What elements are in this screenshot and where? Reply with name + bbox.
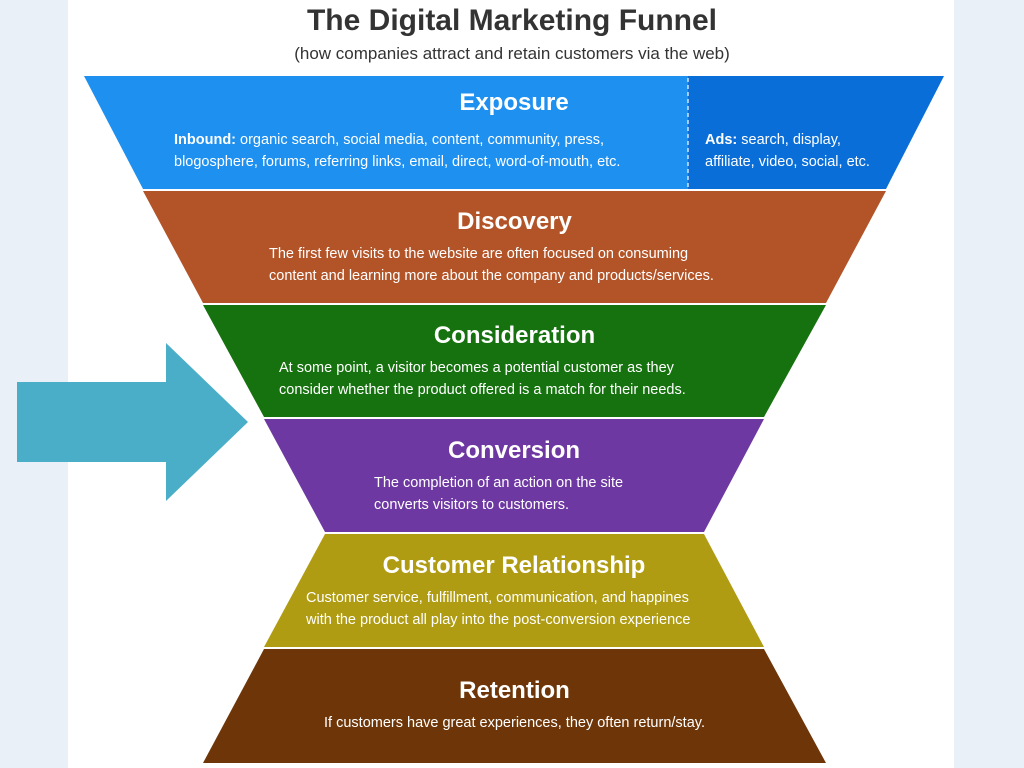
discovery-stage xyxy=(143,191,886,303)
exposure-stage xyxy=(84,76,688,189)
consideration-line2: consider whether the product offered is … xyxy=(279,382,686,398)
exposure-inbound-text: Inbound: organic search, social media, c… xyxy=(174,129,674,173)
conversion-line1: The completion of an action on the site xyxy=(374,475,624,491)
customer-relationship-stage xyxy=(264,534,764,647)
diagram-title: The Digital Marketing Funnel xyxy=(306,4,718,37)
diagram-subtitle: (how companies attract and retain custom… xyxy=(294,44,730,63)
conversion-description: The completion of an action on the site … xyxy=(374,472,674,516)
inbound-text-line1: organic search, social media, content, c… xyxy=(236,132,605,148)
consideration-description: At some point, a visitor becomes a poten… xyxy=(279,357,749,401)
ads-text-line1: search, display, xyxy=(737,132,841,148)
stage-title-consideration: Consideration xyxy=(433,322,596,349)
discovery-description: The first few visits to the website are … xyxy=(269,243,789,287)
right-arrow-icon xyxy=(17,343,248,501)
exposure-ads-section xyxy=(688,76,944,189)
ads-text-line2: affiliate, video, social, etc. xyxy=(705,154,870,170)
customer-relationship-description: Customer service, fulfillment, communica… xyxy=(306,587,736,631)
customer-relationship-line2: with the product all play into the post-… xyxy=(306,612,691,628)
stage-title-customer-relationship: Customer Relationship xyxy=(382,552,646,579)
retention-stage xyxy=(203,649,826,763)
stage-title-conversion: Conversion xyxy=(447,437,581,464)
stage-title-discovery: Discovery xyxy=(457,208,572,235)
retention-description: If customers have great experiences, the… xyxy=(324,715,705,731)
inbound-text-line2: blogosphere, forums, referring links, em… xyxy=(174,154,621,170)
consideration-stage xyxy=(203,305,826,417)
inbound-label: Inbound: xyxy=(174,132,237,148)
consideration-line1: At some point, a visitor becomes a poten… xyxy=(279,360,674,376)
customer-relationship-line1: Customer service, fulfillment, communica… xyxy=(306,590,689,606)
discovery-line1: The first few visits to the website are … xyxy=(269,246,689,262)
stage-title-exposure: Exposure xyxy=(459,89,569,116)
ads-label: Ads: xyxy=(705,132,738,148)
stage-title-retention: Retention xyxy=(459,677,570,704)
discovery-line2: content and learning more about the comp… xyxy=(269,268,714,284)
exposure-ads-text: Ads: search, display, affiliate, video, … xyxy=(705,129,925,173)
conversion-stage xyxy=(264,419,764,532)
conversion-line2: converts visitors to customers. xyxy=(374,497,569,513)
